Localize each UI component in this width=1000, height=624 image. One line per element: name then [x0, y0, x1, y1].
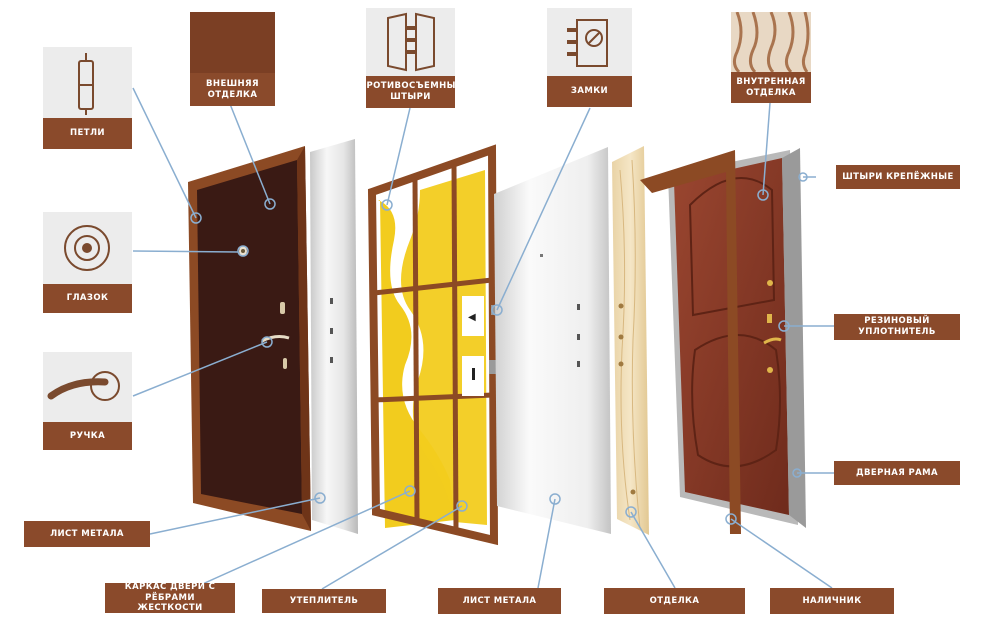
inner-door-leaf	[640, 148, 806, 534]
label-inner-finish: ВНУТРЕННАЯ ОТДЕЛКА	[731, 72, 811, 103]
peephole-icon	[43, 212, 132, 284]
label-peephole: ГЛАЗОК	[43, 284, 132, 313]
label-rubber-seal: РЕЗИНОВЫЙ УПЛОТНИТЕЛЬ	[834, 314, 960, 340]
anti-removal-pins-icon	[366, 8, 455, 76]
label-metal-sheet-left: ЛИСТ МЕТАЛА	[24, 521, 150, 547]
outer-door-leaf	[188, 146, 311, 531]
label-metal-sheet-bottom: ЛИСТ МЕТАЛА	[438, 588, 561, 614]
leader-lines	[132, 87, 834, 596]
label-frame-ribs: КАРКАС ДВЕРИ С РЁБРАМИ ЖЕСТКОСТИ	[105, 582, 235, 613]
label-locks: ЗАМКИ	[547, 76, 632, 107]
wood-texture-icon	[731, 12, 811, 72]
label-finishing: ОТДЕЛКА	[604, 588, 745, 614]
leather-texture-icon	[190, 12, 275, 73]
door-frame-with-ribs: ◀	[367, 144, 499, 546]
label-handle: РУЧКА	[43, 422, 132, 450]
metal-sheet-layer-2	[494, 147, 611, 534]
label-door-frame: ДВЕРНАЯ РАМА	[834, 461, 960, 485]
handle-icon	[43, 352, 132, 422]
metal-sheet-layer-1	[310, 139, 358, 534]
label-fixing-pins: ШТЫРИ КРЕПЁЖНЫЕ	[836, 165, 960, 189]
label-outer-finish: ВНЕШНЯЯ ОТДЕЛКА	[190, 73, 275, 106]
label-trim: НАЛИЧНИК	[770, 588, 894, 614]
hinge-icon	[43, 47, 132, 120]
callout-markers	[190, 172, 808, 525]
label-insulation: УТЕПЛИТЕЛЬ	[262, 589, 386, 613]
svg-text:◀: ◀	[468, 312, 476, 323]
label-anti-removal-pins: ПРОТИВОСЪЕМНЫЕ ШТЫРИ	[359, 76, 462, 108]
label-hinges: ПЕТЛИ	[43, 118, 132, 149]
wood-finishing-layer	[612, 146, 649, 535]
lock-icon	[547, 8, 632, 76]
